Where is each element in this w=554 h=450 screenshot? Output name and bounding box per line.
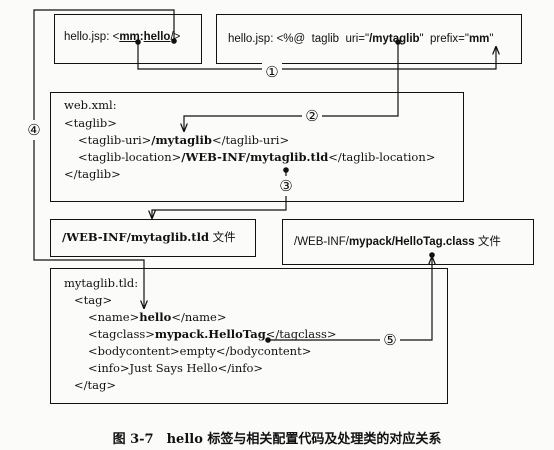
connector-4 [33, 9, 177, 308]
tld-bodycontent-line: <bodycontent>empty</bodycontent> [88, 344, 312, 358]
marker-1: ① [262, 62, 282, 82]
tld-content-title: mytaglib.tld: [64, 276, 139, 290]
web-xml-taglib-location: <taglib-location>/WEB-INF/mytaglib.tld</… [78, 150, 436, 164]
connector-2 [184, 39, 401, 131]
marker-5: ⑤ [380, 330, 400, 350]
hello-jsp-usage-line: hello.jsp: <mm:hello/> [64, 31, 181, 43]
web-xml-box [50, 92, 464, 202]
connector-3 [152, 167, 289, 218]
tld-file-box [50, 219, 256, 257]
taglib-directive-box [216, 14, 522, 64]
connector-1 [135, 39, 496, 70]
web-xml-taglib-open: <taglib> [64, 116, 117, 130]
tld-name-line: <name>hello</name> [88, 310, 227, 324]
class-file-box [282, 219, 534, 265]
marker-2: ② [302, 106, 322, 126]
figure-caption: 图 3-7 hello 标签与相关配置代码及处理类的对应关系 [112, 432, 442, 447]
web-xml-taglib-uri: <taglib-uri>/mytaglib</taglib-uri> [78, 133, 290, 147]
tld-tag-close: </tag> [74, 378, 116, 392]
web-xml-taglib-close: </taglib> [64, 167, 121, 181]
tld-file-label: /WEB-INF/mytaglib.tld 文件 [62, 230, 236, 244]
tld-tag-open: <tag> [74, 293, 113, 307]
tld-tagclass-line: <tagclass>mypack.HelloTag</tagclass> [88, 327, 337, 341]
marker-4: ④ [24, 120, 44, 140]
class-file-label: /WEB-INF/mypack/HelloTag.class 文件 [294, 236, 501, 248]
web-xml-title: web.xml: [64, 98, 117, 112]
marker-3: ③ [276, 176, 296, 196]
hello-jsp-usage-box [54, 14, 202, 64]
taglib-directive-line: hello.jsp: <%@ taglib uri="/mytaglib" pr… [228, 33, 494, 45]
connector-5 [265, 252, 435, 343]
tld-info-line: <info>Just Says Hello</info> [88, 361, 264, 375]
